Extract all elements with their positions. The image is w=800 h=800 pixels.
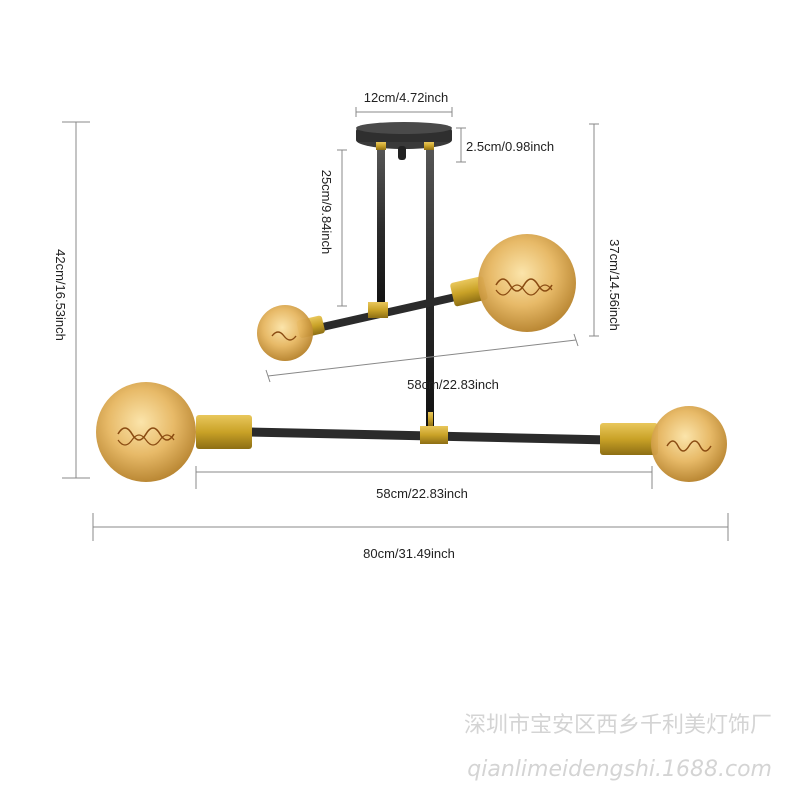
upper-arm (296, 276, 488, 338)
ceiling-lamp (96, 122, 727, 482)
bulb-upper-right (478, 234, 576, 332)
lower-hanging-rod (426, 150, 434, 428)
total-width-label: 80cm/31.49inch (363, 546, 455, 561)
total-height-label: 42cm/16.53inch (53, 249, 68, 341)
bulb-upper-left (257, 305, 313, 361)
watermark-url: qianlimeidengshi.1688.com (467, 757, 772, 782)
lower-arm-length-label: 58cm/22.83inch (376, 486, 468, 501)
canopy-height-line (456, 127, 466, 163)
lower-drop-label: 37cm/14.56inch (607, 239, 622, 331)
canopy-width-label: 12cm/4.72inch (364, 90, 449, 105)
upper-arm-length-label: 58cm/22.83inch (407, 377, 499, 392)
canopy-height-label: 2.5cm/0.98inch (466, 139, 554, 154)
watermark-company-name: 深圳市宝安区西乡千利美灯饰厂 (464, 713, 772, 738)
total-height-line (62, 121, 90, 479)
upper-drop-line (337, 149, 347, 307)
bulb-lower-left (96, 382, 196, 482)
lower-arm-length-line (195, 466, 653, 489)
lower-drop-line (589, 123, 599, 337)
upper-drop-label: 25cm/9.84inch (319, 170, 334, 255)
bulb-lower-right (651, 406, 727, 482)
lower-arm (196, 415, 658, 455)
canopy-width-line (355, 107, 453, 117)
ceiling-canopy (356, 122, 452, 160)
upper-hanging-rod (377, 150, 385, 308)
upper-arm-length-line (265, 333, 579, 383)
total-width-line (92, 513, 729, 541)
